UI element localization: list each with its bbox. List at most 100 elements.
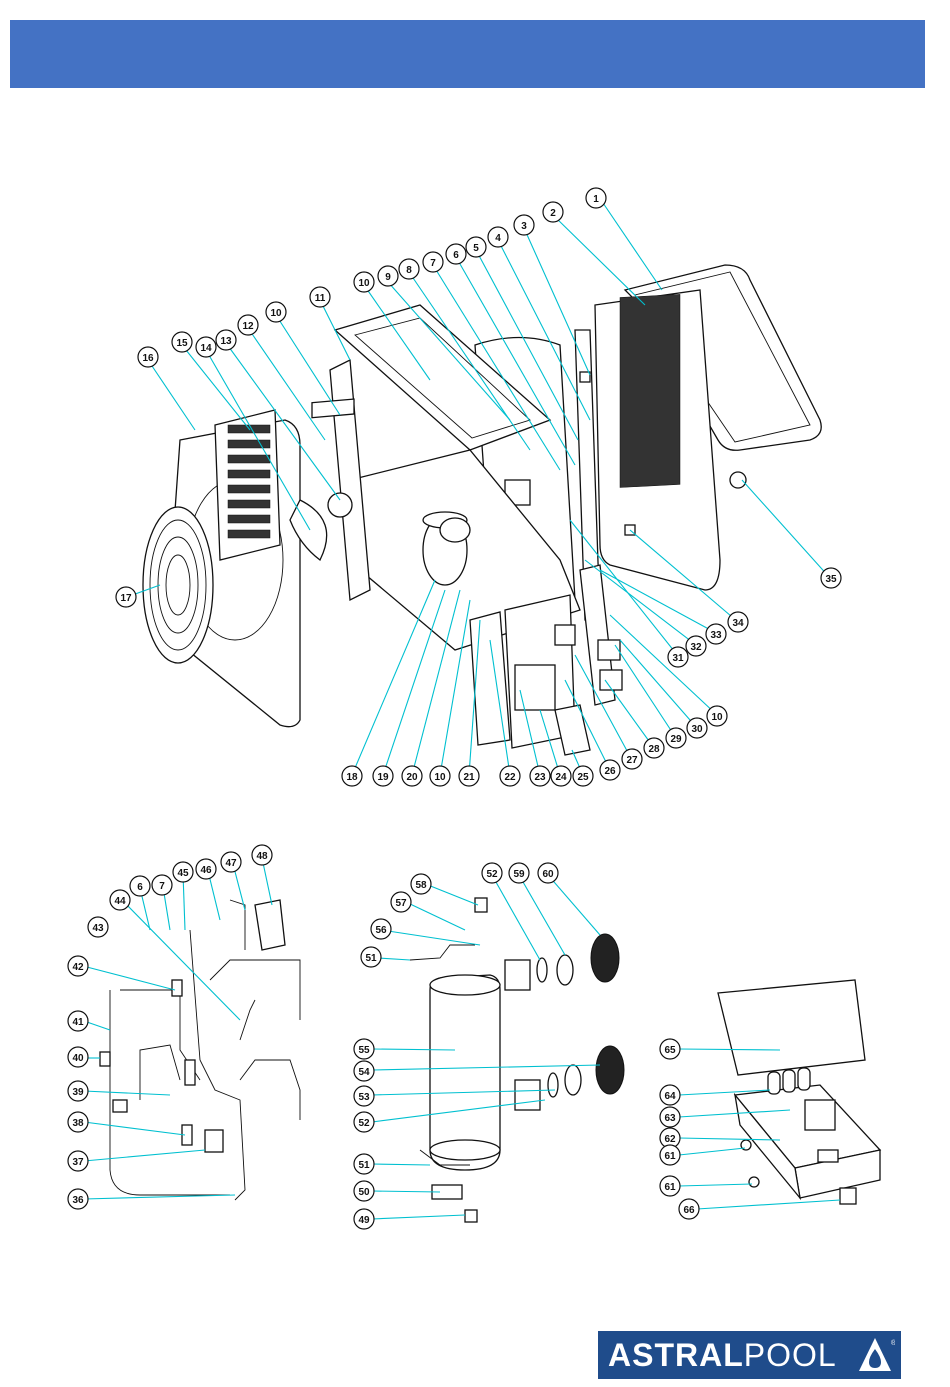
callout-24: 24 (551, 766, 571, 786)
registered-mark: ® (891, 1339, 895, 1347)
callout-16: 16 (138, 347, 158, 367)
callout-51b: 51 (354, 1154, 374, 1174)
callout-49: 49 (354, 1209, 374, 1229)
svg-text:7: 7 (159, 881, 165, 892)
callout-56: 56 (371, 919, 391, 939)
logo-brand-light: POOL (744, 1337, 837, 1373)
svg-text:62: 62 (664, 1134, 676, 1145)
svg-text:51: 51 (365, 953, 377, 964)
contactor (600, 670, 622, 690)
svg-text:37: 37 (72, 1157, 84, 1168)
callout-48: 48 (252, 845, 272, 865)
svg-text:43: 43 (92, 923, 104, 934)
callout-36: 36 (68, 1189, 88, 1209)
callout-37: 37 (68, 1151, 88, 1171)
callout-11: 11 (310, 287, 330, 307)
svg-text:9: 9 (385, 272, 391, 283)
svg-text:21: 21 (463, 772, 475, 783)
svg-text:5: 5 (473, 243, 479, 254)
svg-text:31: 31 (672, 653, 684, 664)
svg-text:25: 25 (577, 772, 589, 783)
svg-text:61: 61 (664, 1151, 676, 1162)
svg-text:10: 10 (358, 278, 370, 289)
union-nut-top (591, 934, 619, 982)
svg-text:29: 29 (670, 734, 682, 745)
svg-text:27: 27 (626, 755, 638, 766)
svg-text:1: 1 (593, 194, 599, 205)
callout-17: 17 (116, 587, 136, 607)
controller-display (555, 705, 590, 755)
svg-text:52: 52 (486, 869, 498, 880)
clip (580, 372, 590, 382)
callout-23: 23 (530, 766, 550, 786)
callout-40: 40 (68, 1047, 88, 1067)
callout-27: 27 (622, 749, 642, 769)
callout-61b: 61 (660, 1176, 680, 1196)
callout-54: 54 (354, 1061, 374, 1081)
callout-10c: 10 (430, 766, 450, 786)
callout-60: 60 (538, 863, 558, 883)
callout-35: 35 (821, 568, 841, 588)
callout-65: 65 (660, 1039, 680, 1059)
callout-51a: 51 (361, 947, 381, 967)
union-nut-bottom (596, 1046, 624, 1094)
callout-8: 8 (399, 259, 419, 279)
svg-text:49: 49 (358, 1215, 370, 1226)
svg-text:13: 13 (220, 336, 232, 347)
svg-text:45: 45 (177, 868, 189, 879)
callout-29: 29 (666, 728, 686, 748)
callout-10d: 10 (707, 706, 727, 726)
svg-text:50: 50 (358, 1187, 370, 1198)
svg-text:66: 66 (683, 1205, 695, 1216)
callout-13: 13 (216, 330, 236, 350)
svg-text:52: 52 (358, 1118, 370, 1129)
svg-text:63: 63 (664, 1113, 676, 1124)
capillary (185, 1060, 195, 1085)
svg-text:2: 2 (550, 208, 556, 219)
svg-text:54: 54 (358, 1067, 370, 1078)
callout-21: 21 (459, 766, 479, 786)
o-ring-bottom (548, 1073, 558, 1097)
svg-text:6: 6 (137, 882, 143, 893)
capacitor-1 (768, 1072, 780, 1094)
water-inlet (505, 960, 530, 990)
svg-text:24: 24 (555, 772, 567, 783)
callout-55: 55 (354, 1039, 374, 1059)
water-outlet (515, 1080, 540, 1110)
svg-text:55: 55 (358, 1045, 370, 1056)
callout-38: 38 (68, 1112, 88, 1132)
callout-45: 45 (173, 862, 193, 882)
svg-text:32: 32 (690, 642, 702, 653)
svg-text:46: 46 (200, 865, 212, 876)
callout-53: 53 (354, 1086, 374, 1106)
access-valve (100, 1052, 110, 1066)
side-grill (620, 294, 680, 487)
callout-6b: 6 (130, 876, 150, 896)
fan-motor (328, 493, 352, 517)
callout-57: 57 (391, 892, 411, 912)
svg-text:4: 4 (495, 233, 501, 244)
callout-26: 26 (600, 760, 620, 780)
callout-50: 50 (354, 1181, 374, 1201)
heat-exchanger-group: 58 57 56 51 52 59 60 55 54 53 52 51 50 4… (354, 863, 624, 1229)
svg-text:3: 3 (521, 221, 527, 232)
svg-text:14: 14 (200, 343, 212, 354)
callout-34: 34 (728, 612, 748, 632)
control-board (805, 1100, 835, 1130)
svg-text:65: 65 (664, 1045, 676, 1056)
svg-text:18: 18 (346, 772, 358, 783)
svg-text:59: 59 (513, 869, 525, 880)
svg-text:56: 56 (375, 925, 387, 936)
callout-30: 30 (687, 718, 707, 738)
callout-15: 15 (172, 332, 192, 352)
callout-28: 28 (644, 738, 664, 758)
svg-text:47: 47 (225, 858, 237, 869)
svg-text:58: 58 (415, 880, 427, 891)
svg-text:64: 64 (664, 1091, 676, 1102)
svg-text:15: 15 (176, 338, 188, 349)
logo-brand-bold: ASTRAL (608, 1337, 744, 1373)
callout-6: 6 (446, 244, 466, 264)
svg-text:8: 8 (406, 265, 412, 276)
svg-text:19: 19 (377, 772, 389, 783)
svg-text:61: 61 (664, 1182, 676, 1193)
